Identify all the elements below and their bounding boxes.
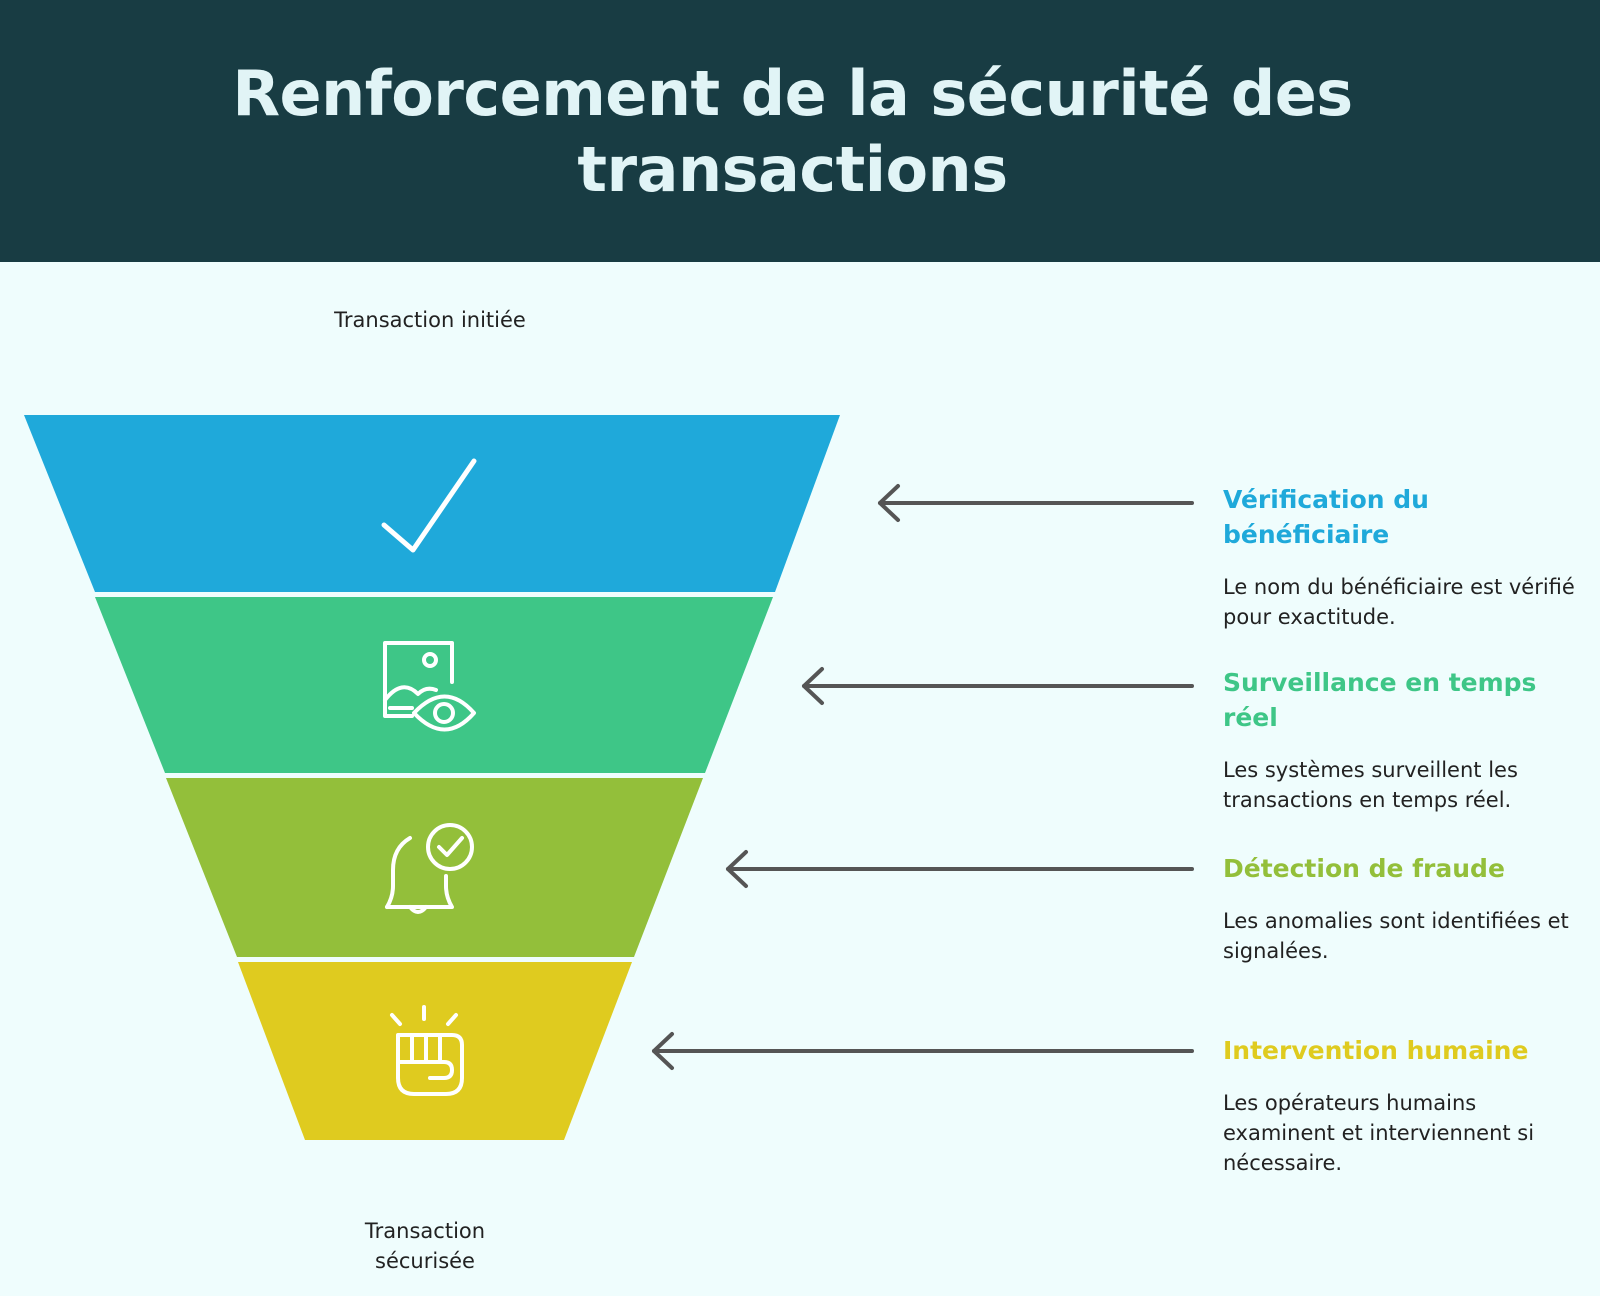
fist-icon	[390, 1005, 464, 1096]
arrow-stage-2	[802, 667, 1194, 705]
stage-4-description: Les opérateurs humains examinent et inte…	[1223, 1091, 1535, 1175]
stage-3-description: Les anomalies sont identifiées et signal…	[1223, 909, 1569, 963]
stage-3-text: Détection de fraude Les anomalies sont i…	[1223, 851, 1588, 966]
funnel-stage-2	[95, 597, 773, 773]
stage-2-title: Surveillance en temps réel	[1223, 668, 1537, 732]
arrow-stage-4	[652, 1032, 1194, 1070]
arrow-stage-3	[726, 850, 1194, 888]
stage-4-text: Intervention humaine Les opérateurs huma…	[1223, 1033, 1588, 1178]
funnel-stage-3	[166, 778, 703, 957]
funnel-stage-1	[24, 415, 840, 592]
stage-1-title: Vérification du bénéficiaire	[1223, 485, 1429, 549]
stage-2-text: Surveillance en temps réel Les systèmes …	[1223, 665, 1588, 815]
header-banner: Renforcement de la sécurité des transact…	[0, 0, 1600, 262]
bell-check-icon	[385, 823, 474, 914]
page-title: Renforcement de la sécurité des transact…	[232, 57, 1353, 206]
stage-3-title: Détection de fraude	[1223, 854, 1505, 883]
checkmark-icon	[381, 458, 477, 553]
image-eye-icon	[383, 641, 476, 732]
stage-2-description: Les systèmes surveillent les transaction…	[1223, 758, 1518, 812]
funnel-stage-4	[238, 962, 632, 1140]
funnel-bottom-label: Transaction sécurisée	[364, 1219, 486, 1273]
stage-1-description: Le nom du bénéficiaire est vérifié pour …	[1223, 575, 1575, 629]
arrow-stage-1	[878, 484, 1194, 522]
stage-4-title: Intervention humaine	[1223, 1036, 1529, 1065]
stage-1-text: Vérification du bénéficiaire Le nom du b…	[1223, 482, 1588, 632]
funnel-top-label: Transaction initiée	[334, 308, 526, 332]
